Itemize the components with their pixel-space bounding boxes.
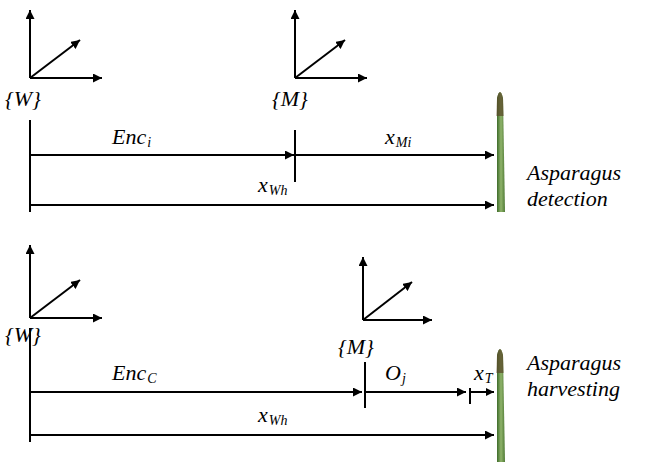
coordinate-frame	[30, 245, 102, 318]
frame-label: {W}	[5, 322, 41, 347]
vector-label: x	[258, 402, 268, 427]
reference-tick	[469, 388, 471, 404]
vector-arrow	[30, 391, 362, 393]
vector-arrow	[366, 391, 466, 393]
frame-label: {W}	[5, 86, 41, 111]
vector-arrow	[296, 154, 494, 156]
frame-label: {M}	[338, 334, 374, 359]
subscript: T	[485, 371, 493, 387]
reference-tick	[364, 362, 366, 408]
vector-arrow	[30, 154, 294, 156]
vector-arrow	[30, 204, 494, 206]
reference-tick	[29, 120, 31, 212]
subscript: i	[147, 135, 151, 151]
stage-label: Asparagus harvesting	[527, 350, 659, 402]
coordinate-frame	[295, 10, 367, 78]
coordinate-frame	[363, 257, 432, 320]
vector-label: Enc	[112, 124, 146, 149]
subscript: Mi	[396, 135, 412, 151]
vector-label: x	[258, 172, 268, 197]
vector-label: O	[385, 360, 401, 385]
reference-tick	[294, 130, 296, 182]
vector-label: Enc	[112, 360, 146, 385]
vector-label: x	[474, 360, 484, 385]
vector-arrow	[471, 391, 494, 393]
subscript: Wh	[269, 183, 288, 199]
coordinate-frame	[30, 10, 102, 78]
vector-arrow	[30, 434, 494, 436]
stage-label: Asparagus detection	[527, 160, 659, 212]
asparagus-spear	[497, 92, 506, 212]
vector-label: x	[385, 124, 395, 149]
subscript: Wh	[269, 413, 288, 429]
asparagus-spear	[497, 349, 506, 462]
subscript: j	[402, 371, 406, 387]
subscript: C	[147, 371, 156, 387]
frame-label: {M}	[272, 86, 308, 111]
